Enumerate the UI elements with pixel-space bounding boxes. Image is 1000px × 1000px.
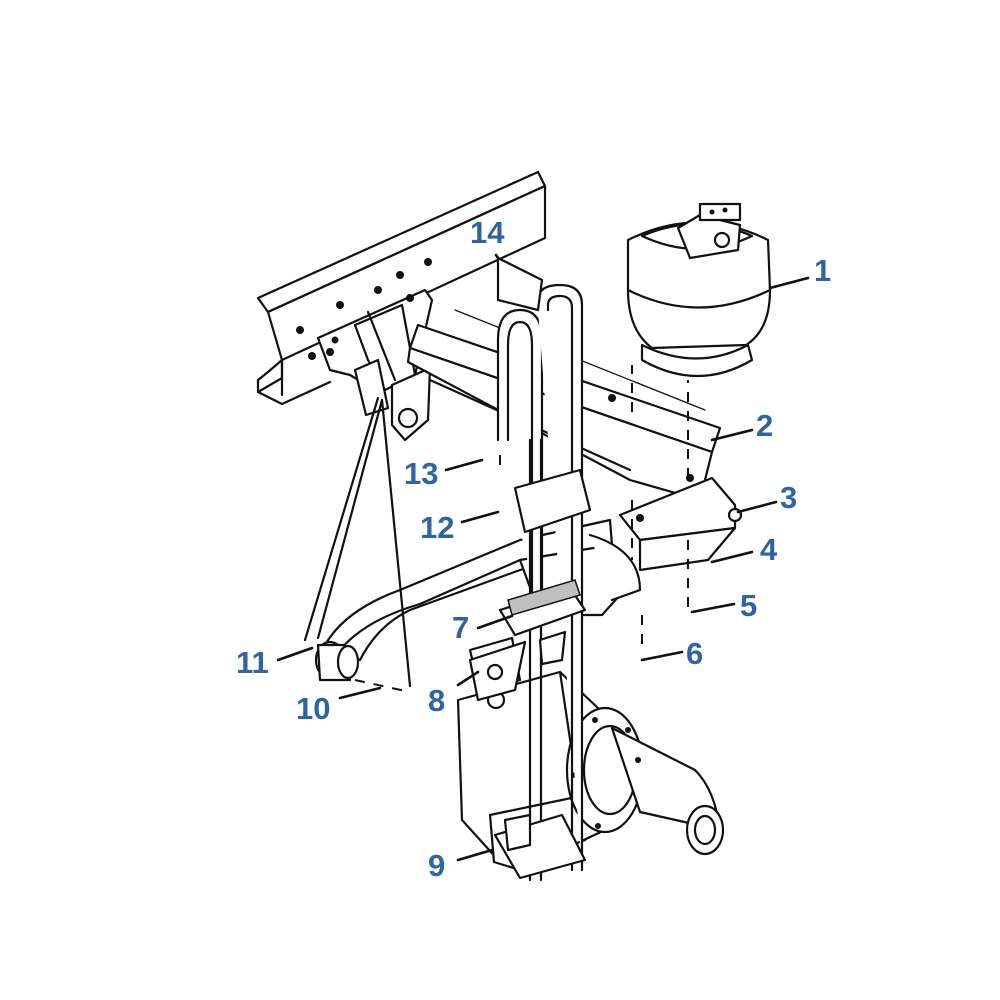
- callout-2: 2: [756, 408, 773, 443]
- callout-labels: 1 2 3 4 5 6 7 8 9 10 11 12 13 14: [236, 215, 831, 883]
- u-bolt-flag: [496, 256, 544, 312]
- callout-9: 9: [428, 848, 445, 883]
- callout-3: 3: [780, 480, 797, 515]
- callout-13: 13: [404, 456, 438, 491]
- explode-lines: [303, 396, 689, 693]
- callout-4: 4: [760, 532, 778, 567]
- callout-10: 10: [296, 691, 330, 726]
- callout-8: 8: [428, 683, 445, 718]
- axle-spacer: [498, 468, 592, 666]
- callout-1: 1: [814, 253, 831, 288]
- callout-leaders: [276, 253, 810, 862]
- frame-rail: [256, 170, 547, 406]
- callout-14: 14: [470, 215, 505, 250]
- air-spring: [626, 202, 772, 478]
- bottom-plate: [493, 813, 587, 880]
- clamp-plate: [468, 640, 527, 702]
- callout-7: 7: [452, 610, 469, 645]
- callout-11: 11: [236, 645, 269, 680]
- frame-hanger-bracket: [316, 288, 434, 442]
- callout-5: 5: [740, 588, 757, 623]
- mount-plate: [618, 476, 743, 572]
- callout-6: 6: [686, 636, 703, 671]
- trailing-arm: [323, 518, 642, 662]
- callout-12: 12: [420, 510, 454, 545]
- pivot-bushing: [314, 640, 360, 682]
- hub-spindle: [565, 706, 725, 856]
